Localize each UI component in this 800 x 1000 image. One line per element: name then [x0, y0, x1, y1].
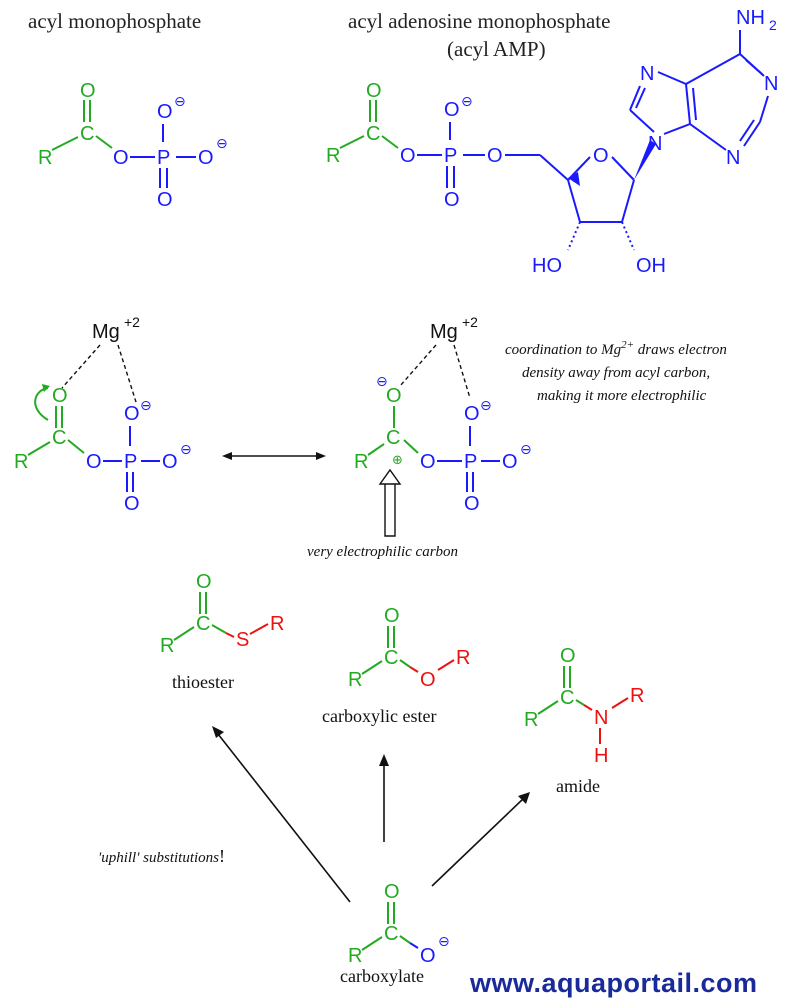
charge-minus: ⊖: [180, 441, 192, 457]
atom-o-ester: O: [487, 145, 503, 167]
atom-ho: HO: [532, 255, 562, 277]
label-amide: amide: [556, 776, 600, 796]
mg-coordination-right: Mg +2 ⊖ O C ⊕ R O P O ⊖ O ⊖ O: [354, 314, 532, 515]
amide-structure: O C R N R H: [524, 645, 644, 767]
atom-s: S: [236, 629, 249, 651]
atom-o-ring: O: [593, 145, 609, 167]
atom-p: P: [464, 451, 477, 473]
charge-minus: ⊖: [520, 441, 532, 457]
atom-c: C: [196, 613, 210, 635]
atom-o-bottom: O: [124, 493, 140, 515]
atom-mg: Mg: [92, 321, 120, 343]
watermark: www.aquaportail.com: [469, 968, 758, 998]
atom-r: R: [354, 451, 368, 473]
atom-r: R: [524, 709, 538, 731]
atom-o: O: [384, 605, 400, 627]
atom-o-carbonyl: O: [52, 385, 68, 407]
carboxylate-structure: O C R O ⊖: [348, 881, 450, 967]
label-thioester: thioester: [172, 672, 234, 692]
hollow-arrow: [378, 468, 402, 537]
atom-h: H: [594, 745, 608, 767]
atom-o-top: O: [124, 403, 140, 425]
mg-charge: +2: [462, 314, 478, 330]
charge-minus: ⊖: [140, 397, 152, 413]
atom-n9: N: [648, 133, 662, 155]
atom-c: C: [560, 687, 574, 709]
atom-r: R: [348, 945, 362, 967]
atom-n1: N: [764, 73, 778, 95]
atom-p: P: [157, 147, 170, 169]
charge-minus: ⊖: [480, 397, 492, 413]
coordination-note-line2: density away from acyl carbon,: [522, 365, 710, 381]
atom-o: O: [384, 881, 400, 903]
atom-r: R: [38, 147, 52, 169]
atom-r-sub: R: [630, 685, 644, 707]
atom-mg: Mg: [430, 321, 458, 343]
title-acyl-amp: acyl adenosine monophosphate: [348, 9, 610, 33]
atom-o-top: O: [444, 99, 460, 121]
charge-minus: ⊖: [461, 93, 473, 109]
acyl-monophosphate-structure: R C O O P O ⊖ O ⊖ O: [38, 80, 228, 211]
coordination-note-line1: coordination to Mg2+ draws electron: [505, 339, 727, 358]
atom-p: P: [124, 451, 137, 473]
atom-c: C: [52, 427, 66, 449]
atom-r: R: [348, 669, 362, 691]
atom-p: P: [444, 145, 457, 167]
atom-n7: N: [640, 63, 654, 85]
reaction-arrows: [212, 726, 530, 903]
atom-c: C: [386, 427, 400, 449]
atom-o-bottom: O: [464, 493, 480, 515]
atom-r-sub: R: [270, 613, 284, 635]
charge-minus: ⊖: [216, 135, 228, 151]
charge-plus: ⊕: [392, 452, 403, 467]
atom-o: O: [196, 571, 212, 593]
atom-o-top: O: [464, 403, 480, 425]
atom-o: O: [560, 645, 576, 667]
atom-o-carbonyl: O: [366, 80, 382, 102]
mg-coordination-left: Mg +2 O C R O P O ⊖ O ⊖ O: [14, 314, 192, 515]
acyl-amp-structure: R C O O P O ⊖ O O O HO OH N: [326, 7, 778, 277]
atom-n: N: [594, 707, 608, 729]
atom-o-top: O: [157, 101, 173, 123]
atom-o-minus: O: [420, 945, 436, 967]
atom-r: R: [14, 451, 28, 473]
atom-c: C: [384, 923, 398, 945]
carboxylic-ester-structure: O C R O R: [348, 605, 470, 691]
label-carboxylic-ester: carboxylic ester: [322, 706, 436, 726]
atom-o-bridge: O: [400, 145, 416, 167]
mg-charge: +2: [124, 314, 140, 330]
atom-c: C: [366, 123, 380, 145]
atom-nh2-subscript: 2: [769, 17, 777, 33]
atom-o-bridge: O: [420, 451, 436, 473]
charge-minus: ⊖: [174, 93, 186, 109]
atom-o-bottom: O: [157, 189, 173, 211]
atom-nh2: NH: [736, 7, 765, 29]
atom-c: C: [80, 123, 94, 145]
thioester-structure: O C R S R: [160, 571, 284, 657]
charge-minus: ⊖: [376, 373, 388, 389]
atom-r: R: [160, 635, 174, 657]
atom-c: C: [384, 647, 398, 669]
charge-minus: ⊖: [438, 933, 450, 949]
atom-o-ester: O: [420, 669, 436, 691]
atom-n3: N: [726, 147, 740, 169]
atom-o-bridge: O: [86, 451, 102, 473]
atom-o-carbonyl: O: [80, 80, 96, 102]
atom-o-right: O: [162, 451, 178, 473]
label-carboxylate: carboxylate: [340, 966, 424, 986]
atom-r-sub: R: [456, 647, 470, 669]
atom-o-bridge: O: [113, 147, 129, 169]
title-acyl-amp-abbrev: (acyl AMP): [447, 37, 546, 61]
coordination-note-line3: making it more electrophilic: [537, 388, 707, 404]
atom-r: R: [326, 145, 340, 167]
electrophilic-carbon-label: very electrophilic carbon: [307, 544, 458, 560]
title-acyl-monophosphate: acyl monophosphate: [28, 9, 201, 33]
atom-oh: OH: [636, 255, 666, 277]
atom-o-bottom: O: [444, 189, 460, 211]
atom-o-right: O: [502, 451, 518, 473]
atom-o: O: [386, 385, 402, 407]
uphill-note: 'uphill' substitutions!: [98, 846, 225, 866]
atom-o-right: O: [198, 147, 214, 169]
